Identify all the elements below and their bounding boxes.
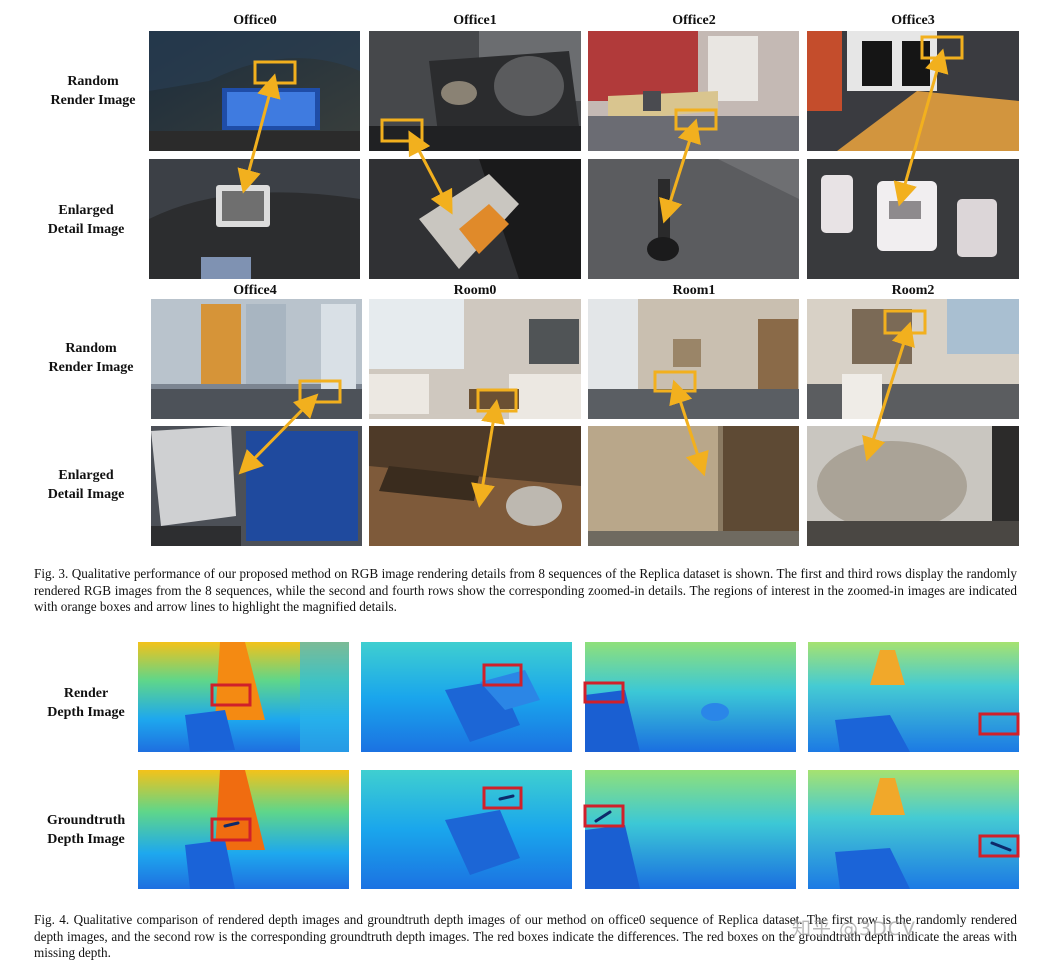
column-label-room0: Room0 [453, 283, 497, 298]
column-label-office4: Office4 [233, 283, 277, 298]
render-image-office1 [369, 31, 581, 151]
row-label-line: Groundtruth [46, 813, 126, 828]
highlight-box [883, 309, 927, 335]
detail-image-office1 [369, 159, 581, 279]
highlight-arrow [893, 48, 949, 207]
render-depth-2 [361, 642, 572, 752]
highlight-box [380, 118, 424, 143]
missing-depth-mark [498, 794, 515, 801]
highlight-arrow [408, 130, 453, 215]
missing-depth-mark [594, 810, 612, 823]
row-label-random-render: Random Render Image [16, 339, 166, 377]
groundtruth-depth-2 [361, 770, 572, 889]
row-label-line: Depth Image [47, 832, 125, 847]
column-label-office0: Office0 [233, 13, 277, 28]
missing-depth-mark [223, 821, 240, 828]
highlight-arrow [237, 73, 281, 194]
highlight-arrow [669, 379, 709, 477]
difference-box [482, 786, 523, 810]
difference-box [210, 683, 252, 707]
row-label-enlarged-detail: Enlarged Detail Image [11, 201, 161, 239]
highlight-arrow [471, 399, 505, 508]
row-label-line: Detail Image [47, 222, 125, 237]
column-label-room1: Room1 [672, 283, 716, 298]
figure-4-caption: Fig. 4. Qualitative comparison of render… [34, 912, 1017, 960]
row-label-random-render: Random Render Image [18, 72, 168, 110]
column-label-office1: Office1 [453, 13, 497, 28]
row-label-line: Random [67, 74, 119, 89]
highlight-arrow [862, 321, 915, 462]
highlight-box [253, 60, 297, 85]
highlight-box [298, 379, 342, 404]
highlight-arrow [659, 118, 701, 224]
difference-box [583, 681, 625, 704]
missing-depth-mark [990, 841, 1012, 852]
row-label-line: Depth Image [47, 705, 125, 720]
groundtruth-depth-3 [585, 770, 796, 889]
column-label-office3: Office3 [891, 13, 935, 28]
row-label-enlarged-detail: Enlarged Detail Image [11, 466, 161, 504]
row-label-groundtruth-depth: Groundtruth Depth Image [11, 811, 161, 849]
row-label-render-depth: Render Depth Image [11, 684, 161, 722]
highlight-box [674, 108, 718, 131]
row-label-line: Render Image [50, 93, 136, 108]
row-label-line: Render [63, 686, 109, 701]
difference-box [210, 817, 252, 842]
render-depth-3 [585, 642, 796, 752]
groundtruth-depth-4 [808, 770, 1019, 889]
highlight-box [653, 370, 697, 393]
figure-3-caption: Fig. 3. Qualitative performance of our p… [34, 566, 1017, 614]
row-label-line: Detail Image [47, 487, 125, 502]
highlight-box [920, 35, 964, 60]
groundtruth-depth-1 [138, 770, 349, 889]
difference-box [583, 804, 625, 828]
column-label-office2: Office2 [672, 13, 716, 28]
column-label-room2: Room2 [891, 283, 935, 298]
highlight-arrow [238, 393, 319, 475]
row-label-line: Enlarged [58, 203, 114, 218]
row-label-line: Random [65, 341, 117, 356]
row-label-line: Enlarged [58, 468, 114, 483]
highlight-overlay [237, 35, 964, 508]
row-label-line: Render Image [48, 360, 134, 375]
watermark: 知乎 @3DCV [792, 918, 917, 940]
render-image-room0 [369, 299, 581, 419]
render-depth-1 [138, 642, 349, 752]
difference-box [482, 663, 523, 687]
highlight-box [476, 388, 518, 413]
difference-box [978, 712, 1020, 736]
difference-box [978, 834, 1020, 858]
depth-grid [138, 642, 1020, 889]
